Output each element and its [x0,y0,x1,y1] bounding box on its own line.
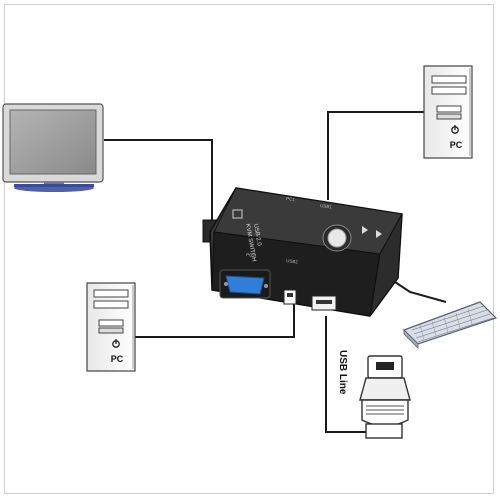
pc-tower-left: PC [86,282,136,372]
cable-pc-top [327,111,426,200]
cable-usb-line [325,316,366,433]
led-arrow-icon [376,230,382,238]
cable-pc-left [134,300,295,338]
cable-keyboard [391,279,447,303]
port-pc2-label: PC2 [246,252,256,258]
keyboard-icon [402,301,498,349]
pc-top-label: PC [450,140,463,150]
kvm-switch: USB 2.0 KVM SWITCH PC1 USB1 PC2 USB2 [202,187,403,317]
monitor-icon [2,103,104,192]
port-usb2-label: USB2 [286,258,299,265]
led-arrow-icon [362,226,368,234]
port-usb1-label: USB1 [320,203,333,210]
cable-monitor [104,139,213,232]
vga-port [219,269,271,299]
diagram-frame [4,4,494,494]
usb-plug-icon [359,355,411,439]
switch-select-button[interactable] [327,228,347,248]
switch-logo-icon [232,209,243,219]
switch-name-line1: USB 2.0 [252,223,262,247]
port-pc1-label: PC1 [286,196,296,202]
usb-line-label: USB Line [337,350,348,395]
cables [104,111,447,433]
pc-left-label: PC [111,354,124,364]
pc-tower-top: PC [423,65,473,159]
